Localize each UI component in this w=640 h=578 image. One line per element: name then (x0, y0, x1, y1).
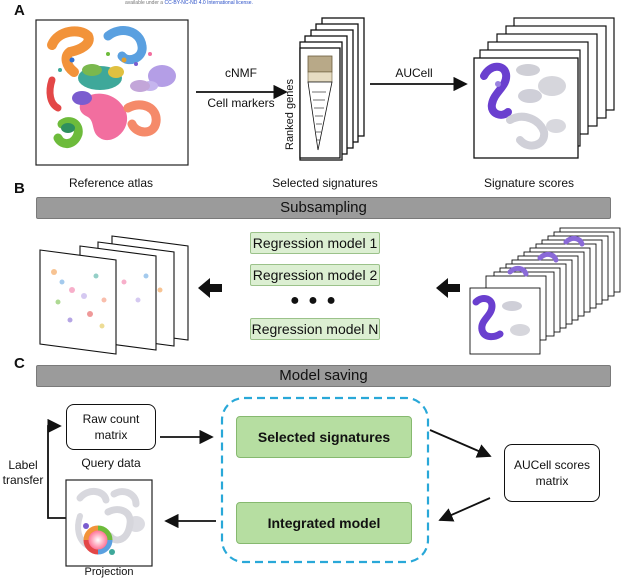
signatures-to-aucell-arrow (429, 429, 492, 458)
license-note-text: available under a (125, 0, 164, 6)
ranked-genes-label: Ranked genes (284, 79, 296, 150)
projection-label: Projection (84, 566, 134, 578)
projection-plot (65, 479, 153, 567)
aucell-scores-line2: matrix (535, 474, 569, 488)
regression-model-1: Regression model 1 (250, 232, 380, 254)
selected-signatures-box: Selected signatures (236, 416, 412, 458)
panel-letter-c: C (14, 355, 25, 372)
cnmf-label: cNMF (225, 66, 257, 80)
selected-signatures-label: Selected signatures (272, 176, 378, 190)
regression-model-2: Regression model 2 (250, 264, 380, 286)
subsampled-scores-stack (469, 227, 621, 355)
raw-count-matrix-box: Raw count matrix (66, 404, 156, 450)
label-transfer-arrow (47, 418, 66, 519)
left-arrow-scores (436, 278, 460, 298)
panel-letter-a: A (14, 2, 25, 19)
query-data-label: Query data (81, 456, 141, 470)
integrated-model-box: Integrated model (236, 502, 412, 544)
license-note: available under a CC-BY-NC-ND 4.0 Intern… (125, 0, 253, 6)
ellipsis-dots: ● ● ● (290, 292, 338, 309)
subsampling-bar: Subsampling (36, 197, 611, 219)
model-container-dashed (220, 396, 430, 564)
model-saving-bar: Model saving (36, 365, 611, 387)
aucell-to-model-arrow (438, 497, 491, 522)
selected-signatures-stack (299, 17, 365, 161)
aucell-scores-matrix-box: AUCell scores matrix (504, 444, 600, 502)
cell-markers-label: Cell markers (207, 96, 275, 110)
label-transfer-line1: Label (8, 458, 38, 472)
license-link[interactable]: CC-BY-NC-ND 4.0 International license. (164, 0, 253, 6)
left-arrow-models (198, 278, 222, 298)
regression-model-n: Regression model N (250, 318, 380, 340)
reference-atlas-plot (35, 19, 189, 166)
raw-count-line2: matrix (94, 428, 128, 442)
signature-scores-stack (473, 17, 615, 159)
subsampled-atlas-stack (39, 235, 189, 355)
reference-atlas-label: Reference atlas (68, 176, 154, 190)
aucell-scores-line1: AUCell scores (513, 458, 591, 472)
signature-scores-label: Signature scores (483, 176, 575, 190)
aucell-label: AUCell (395, 66, 433, 80)
raw-count-line1: Raw count (82, 412, 140, 426)
panel-letter-b: B (14, 180, 25, 197)
label-transfer-line2: transfer (2, 473, 44, 487)
